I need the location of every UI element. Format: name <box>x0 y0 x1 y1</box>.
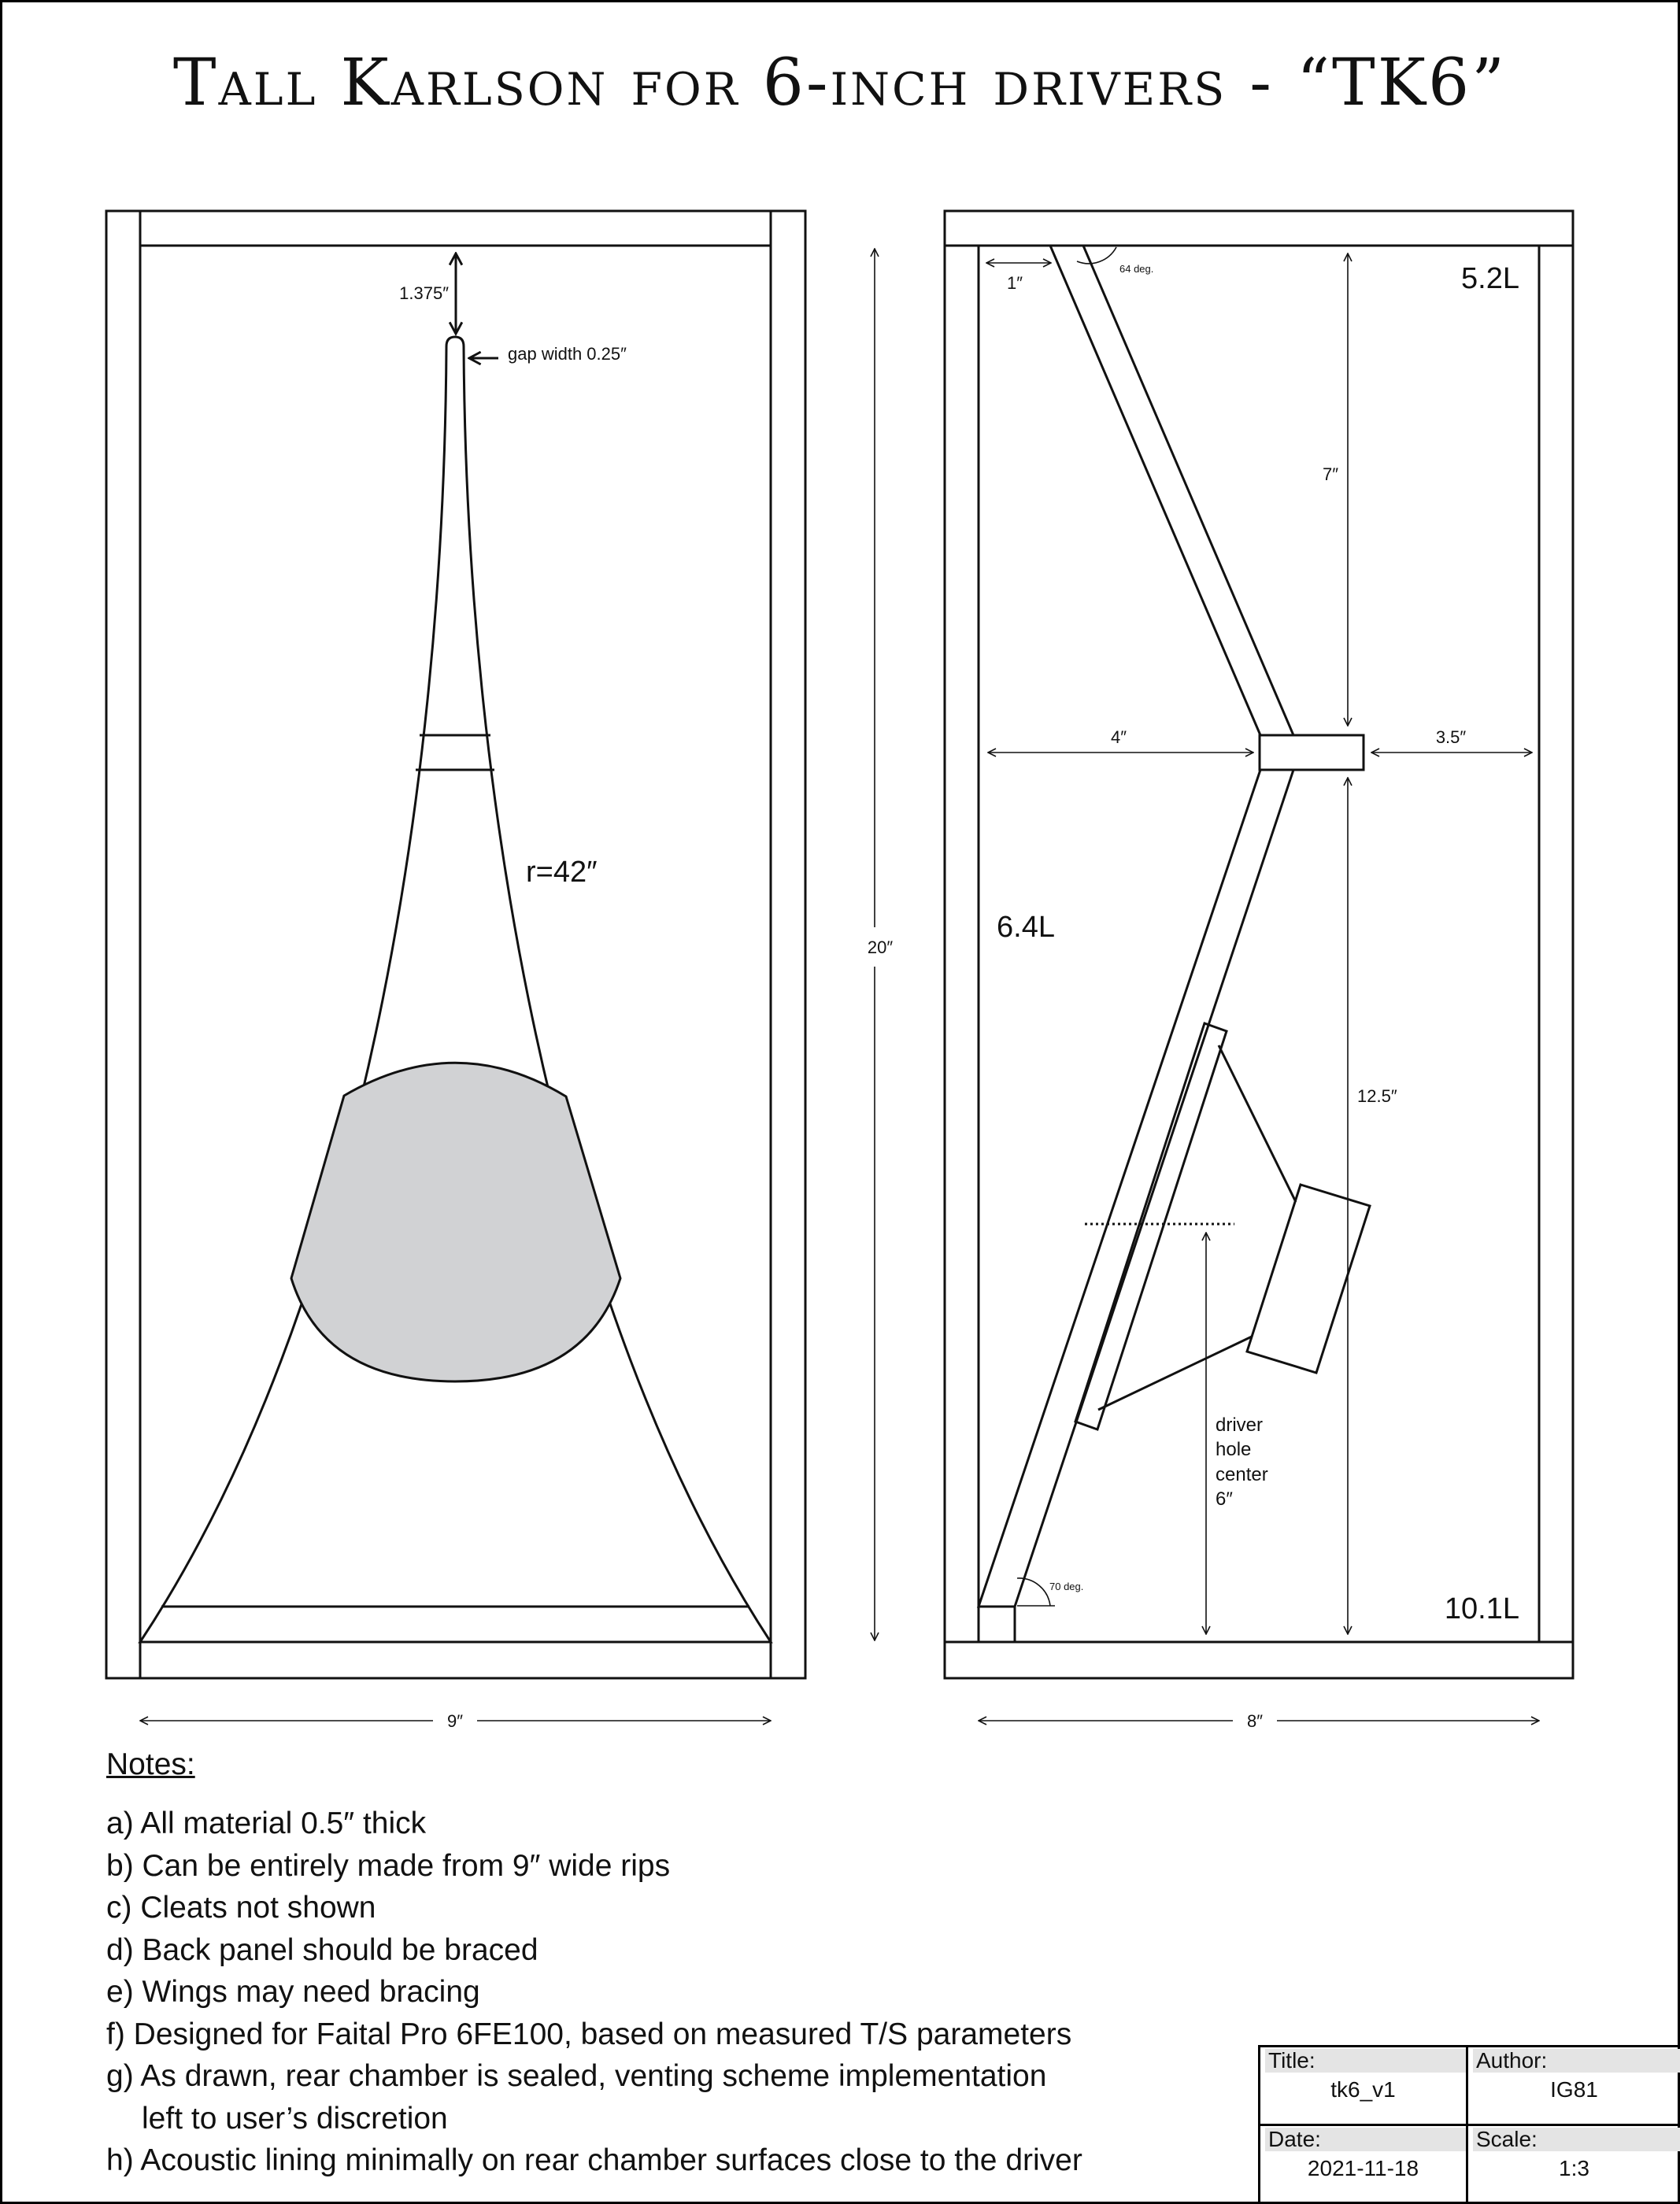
title-block-scale-value: 1:3 <box>1559 2156 1589 2180</box>
driver-flange <box>1074 1022 1228 1431</box>
title-block-title-label: Title: <box>1265 2049 1466 2073</box>
title-block-author-label: Author: <box>1473 2049 1680 2073</box>
driver-label-line-1: driver <box>1216 1414 1263 1436</box>
upper-drop-label: 7″ <box>1323 464 1338 484</box>
note-item: b) Can be entirely made from 9″ wide rip… <box>106 1848 671 1883</box>
note-item: f) Designed for Faital Pro 6FE100, based… <box>106 2017 1072 2051</box>
gap-width-label: gap width 0.25″ <box>508 344 627 364</box>
title-block-date-cell: Date: 2021-11-18 <box>1260 2126 1468 2204</box>
title-block-author-cell: Author: IG81 <box>1468 2047 1680 2126</box>
left-span-label: 4″ <box>1111 727 1127 747</box>
title-block-title-cell: Title: tk6_v1 <box>1260 2047 1468 2126</box>
bottom-angle-arc <box>1016 1577 1051 1607</box>
title-block: Title: tk6_v1 Author: IG81 Date: 2021-11… <box>1258 2045 1680 2204</box>
driver-basket-lower <box>1097 1335 1253 1411</box>
side-outer-frame <box>943 209 1575 1680</box>
baffle-joint-block <box>1258 734 1365 771</box>
height-label: 20″ <box>868 937 893 957</box>
lower-drop-label: 12.5″ <box>1357 1086 1397 1106</box>
driver-label-line-2: hole <box>1216 1439 1251 1460</box>
right-span-label: 3.5″ <box>1436 727 1467 747</box>
radius-label: r=42″ <box>526 856 598 889</box>
front-outer-frame <box>105 209 807 1680</box>
title-block-date-value: 2021-11-18 <box>1307 2156 1419 2180</box>
note-item: d) Back panel should be braced <box>106 1932 538 1967</box>
gap-offset-label: 1.375″ <box>399 283 449 303</box>
bottom-angle-label: 70 deg. <box>1049 1581 1083 1592</box>
driver-label-line-3: center <box>1216 1464 1268 1485</box>
depth-label: 8″ <box>1247 1711 1263 1731</box>
note-item: h) Acoustic lining minimally on rear cha… <box>106 2143 1082 2177</box>
note-item-continuation: left to user’s discretion <box>142 2101 448 2136</box>
notes-section: Notes: a) All material 0.5″ thick b) Can… <box>106 1747 1208 2182</box>
title-block-title-value: tk6_v1 <box>1330 2077 1396 2102</box>
title-block-scale-label: Scale: <box>1473 2128 1680 2151</box>
title-block-date-label: Date: <box>1265 2128 1466 2151</box>
driver-basket-upper <box>1217 1045 1297 1203</box>
horn-flare <box>138 335 773 1644</box>
width-label: 9″ <box>447 1711 463 1731</box>
driver-cone <box>290 1061 622 1383</box>
front-view <box>105 209 807 1680</box>
side-dimensions <box>979 246 1539 1721</box>
driver-label-line-4: 6″ <box>1216 1488 1233 1510</box>
upper-baffle <box>1048 244 1296 737</box>
title-block-scale-cell: Scale: 1:3 <box>1468 2126 1680 2204</box>
note-item: a) All material 0.5″ thick <box>106 1806 427 1840</box>
note-item: e) Wings may need bracing <box>106 1975 480 2009</box>
top-offset-label: 1″ <box>1007 273 1023 293</box>
driver-magnet <box>1245 1183 1371 1374</box>
volume-front: 6.4L <box>997 911 1055 944</box>
front-dimensions <box>140 249 875 1721</box>
note-item: g) As drawn, rear chamber is sealed, ven… <box>106 2059 1047 2093</box>
top-angle-arc <box>1076 246 1117 264</box>
note-item: c) Cleats not shown <box>106 1891 376 1925</box>
volume-bottom-right: 10.1L <box>1445 1592 1519 1625</box>
volume-top-right: 5.2L <box>1461 262 1519 295</box>
top-angle-label: 64 deg. <box>1119 263 1153 275</box>
notes-heading: Notes: <box>106 1747 195 1781</box>
title-block-author-value: IG81 <box>1550 2077 1598 2102</box>
side-view <box>943 209 1575 1680</box>
page-title: Tall Karlson for 6-inch drivers - “TK6” <box>172 46 1508 120</box>
